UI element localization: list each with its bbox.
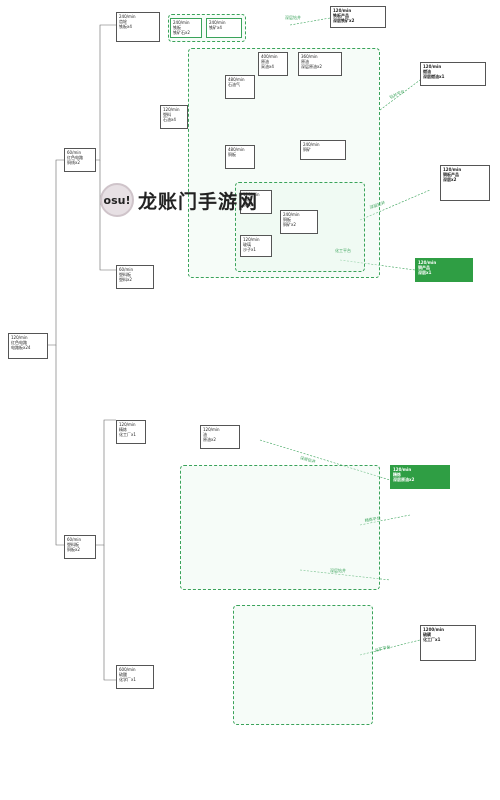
node-fin1: 120/min 铁板产品 深层铁矿x2 [330, 6, 386, 28]
node-fo: 120/min 油 原油x2 [200, 425, 240, 449]
node-ca: 240/min 铜矿 [300, 140, 346, 160]
node-fin2: 120/min 燃油 深层燃油x1 [420, 62, 486, 86]
node-pl: 60/min 塑料板 塑料x2 [116, 265, 154, 289]
node-sc: 600/min 硫酸 化学厂x1 [116, 665, 154, 689]
node-gr1: 240/min 齿轮 铁板x4 [116, 12, 160, 42]
node-ol: 400/min 原油 采油x4 [258, 52, 288, 76]
node-pl2: 120/min 塑料 石油x4 [160, 105, 188, 129]
watermark: osu! 龙账门手游网 [100, 183, 258, 217]
node-cu2: 240/min 铜板 铜矿x2 [280, 210, 318, 234]
region-main-3 [233, 605, 373, 725]
node-fin4: 120/min 铜产品 深层x1 [415, 258, 473, 282]
edge-label-7: 深层钻井 [330, 568, 346, 573]
node-ore1: 240/min 铁矿x4 [206, 18, 242, 38]
node-fin3: 120/min 铜板产品 深层x2 [440, 165, 490, 201]
node-cu: 480/min 铜板 [225, 145, 255, 169]
node-ch: 120/min 精炼 化工厂x1 [116, 420, 146, 444]
node-pg: 480/min 石油气 [225, 75, 255, 99]
edge-label-1: 深层钻井 [285, 15, 301, 20]
node-fin5: 120/min 精炼 深层原油x2 [390, 465, 450, 489]
region-main-1 [188, 48, 380, 278]
edge-label-4: 化工平台 [335, 248, 351, 253]
node-root: 120/min 红色电路 电路板x24 [8, 333, 48, 359]
osu-logo-icon: osu! [100, 183, 134, 217]
node-gl: 120/min 玻璃 沙子x1 [240, 235, 272, 257]
node-gas: 360/min 原油 深层原油x2 [298, 52, 342, 76]
node-pb: 60/min 塑料板 铜板x2 [64, 535, 96, 559]
node-ir1: 240/min 铁板 铁矿石x2 [170, 18, 202, 38]
node-sb: 1200/min 硫磺 化工厂x1 [420, 625, 476, 661]
node-sg: 60/min 红色电路 铜线x2 [64, 148, 96, 172]
region-main-2 [180, 465, 380, 590]
watermark-text: 龙账门手游网 [138, 190, 259, 213]
node-st: 120/min 钢板 铁板x2 [240, 190, 272, 214]
